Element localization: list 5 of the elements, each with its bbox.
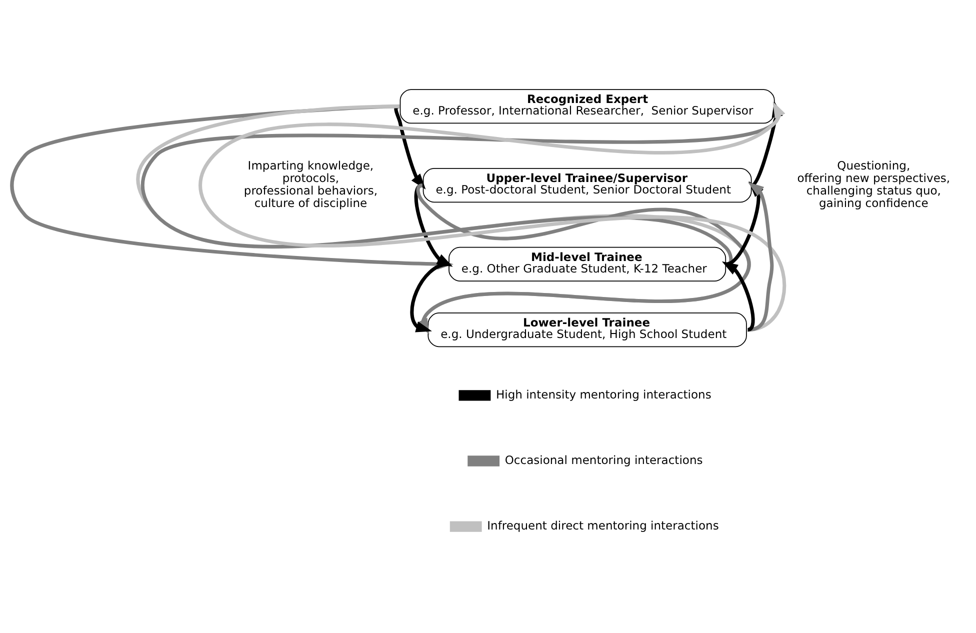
- label: Questioning, offering new perspectives, challenging status quo, gaining confidence: [797, 158, 950, 210]
- legend-label: Infrequent direct mentoring interactions: [487, 518, 719, 533]
- legend-label: High intensity mentoring interactions: [496, 387, 712, 402]
- label: Imparting knowledge, protocols, professional behaviors, culture of discipline: [244, 158, 378, 210]
- legend-label: Occasional mentoring interactions: [504, 453, 703, 468]
